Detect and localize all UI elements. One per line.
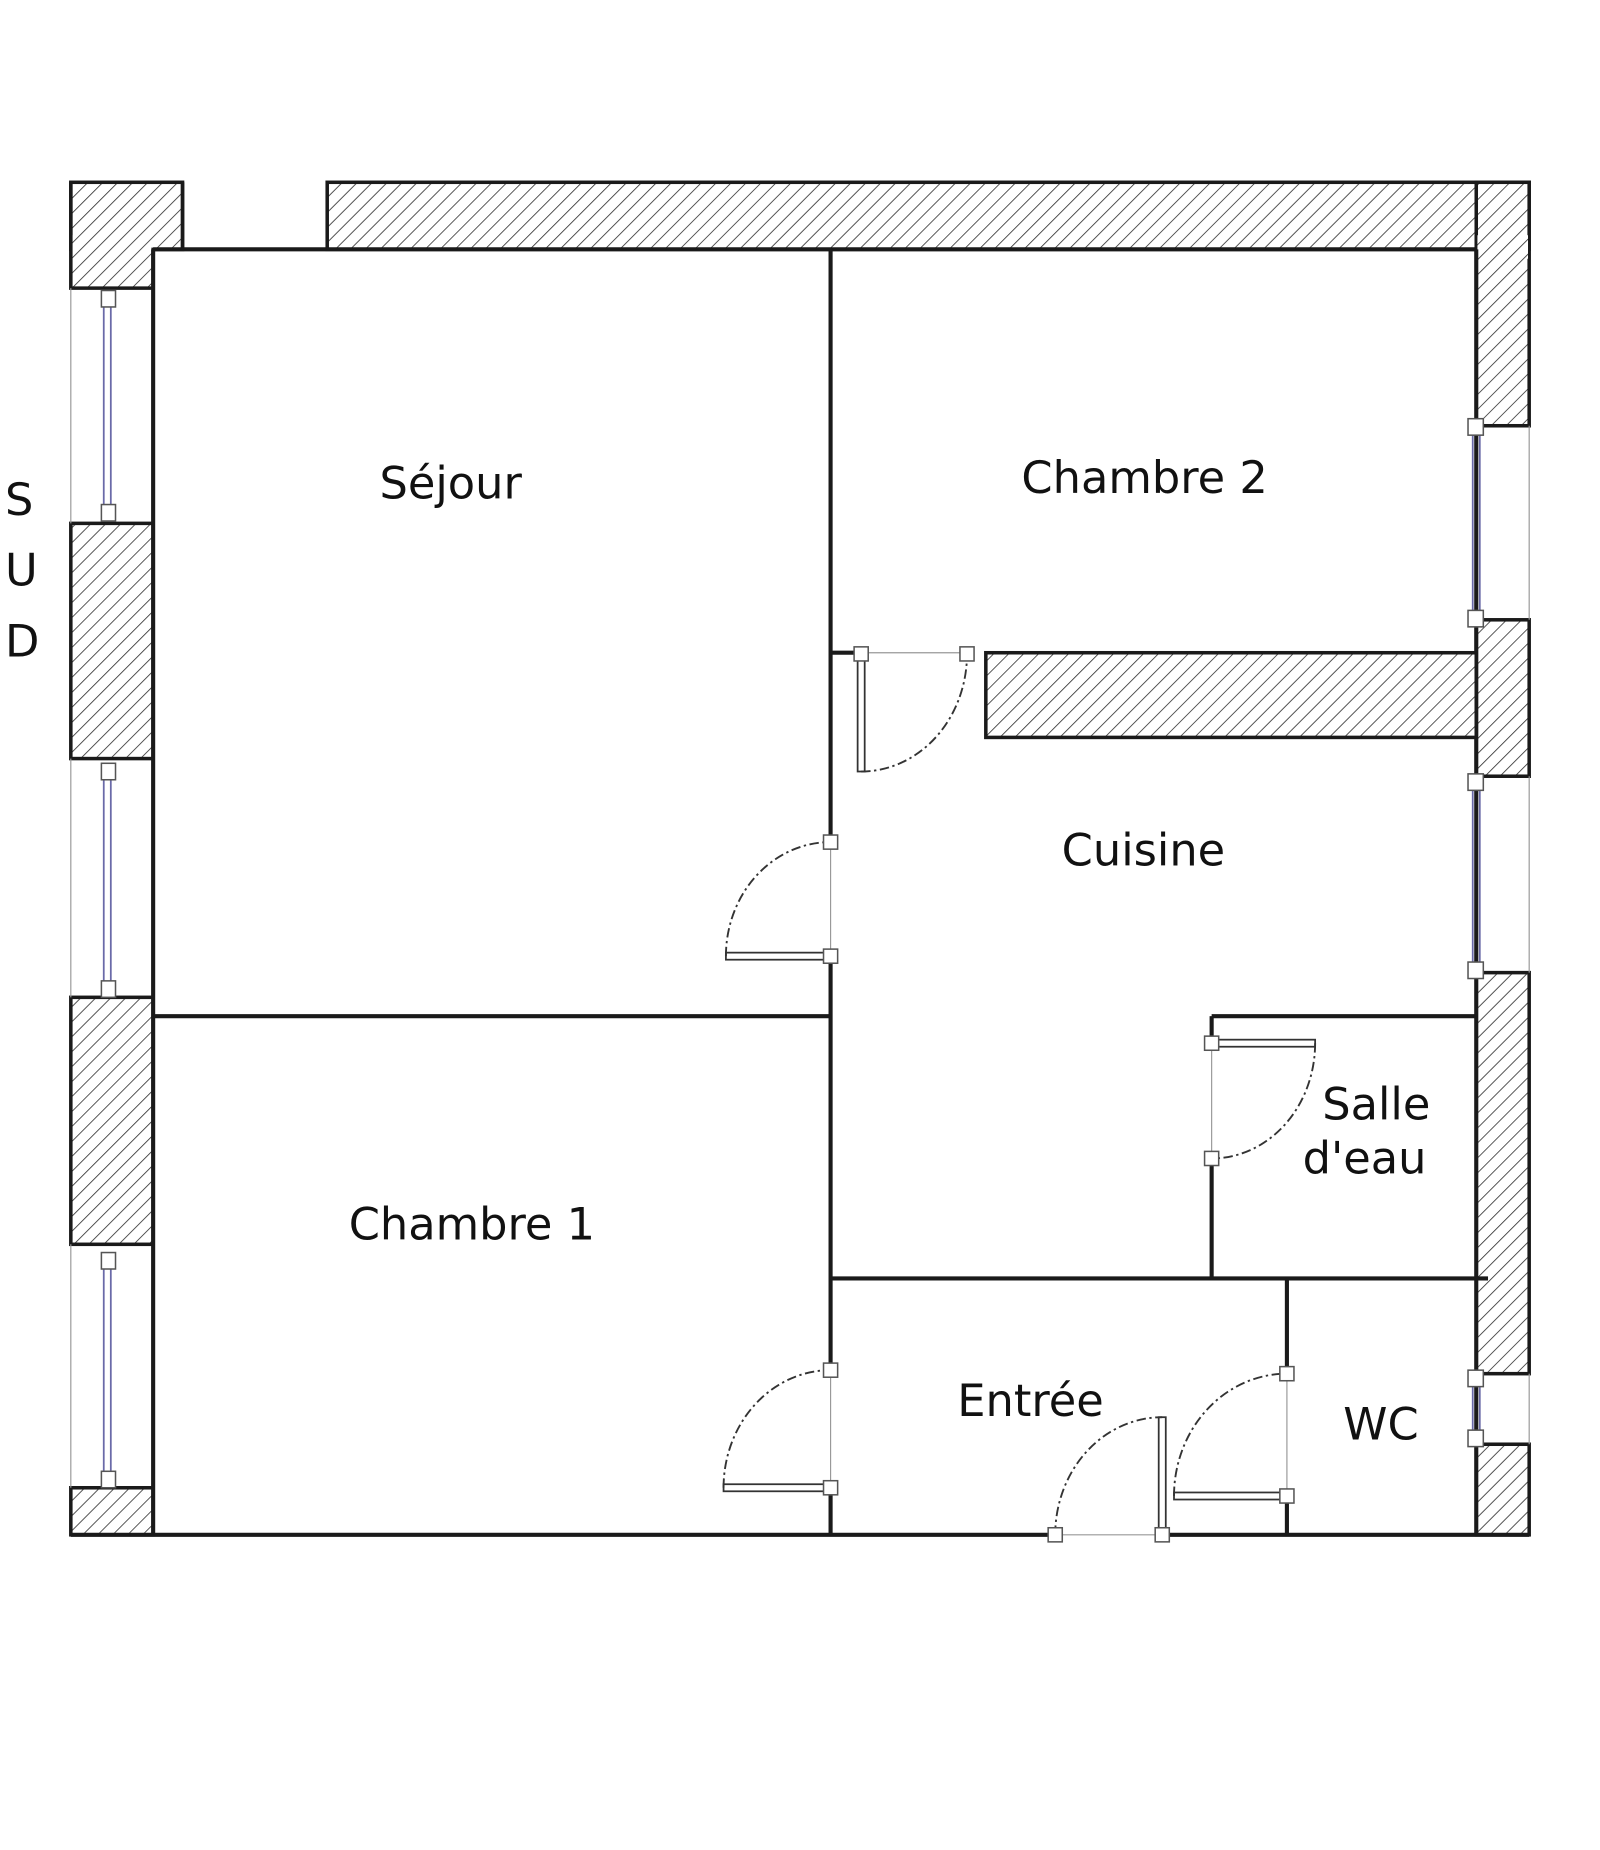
room-label-cuisine: Cuisine (1062, 825, 1225, 877)
window-sud-2 (70, 758, 117, 999)
partitions (153, 249, 1489, 1535)
door-sejour (724, 834, 839, 964)
room-label-salle-eau-2: d'eau (1303, 1133, 1427, 1185)
window-sud-3 (70, 1244, 117, 1489)
orientation-label: S U D (5, 474, 39, 667)
room-label-chambre2: Chambre 2 (1021, 452, 1267, 504)
door-salle-eau (1203, 1035, 1317, 1167)
windows (70, 288, 1530, 1489)
window-wc (1467, 1369, 1530, 1448)
orientation-letter: S (5, 474, 33, 526)
orientation-letter: D (5, 615, 39, 667)
room-label-wc: WC (1343, 1399, 1418, 1451)
window-chambre2 (1467, 417, 1530, 628)
door-chambre1 (722, 1362, 839, 1496)
window-sud-1 (70, 288, 117, 524)
orientation-letter: U (5, 545, 38, 597)
door-entree (1047, 1416, 1171, 1543)
room-label-entree: Entrée (957, 1375, 1103, 1427)
window-cuisine (1467, 773, 1530, 980)
room-label-sejour: Séjour (380, 458, 523, 510)
room-label-salle-eau: Salle (1322, 1079, 1430, 1131)
door-chambre2 (853, 646, 975, 773)
outer-walls (69, 180, 1531, 1537)
door-wc (1173, 1365, 1295, 1504)
room-label-chambre1: Chambre 1 (349, 1199, 595, 1251)
